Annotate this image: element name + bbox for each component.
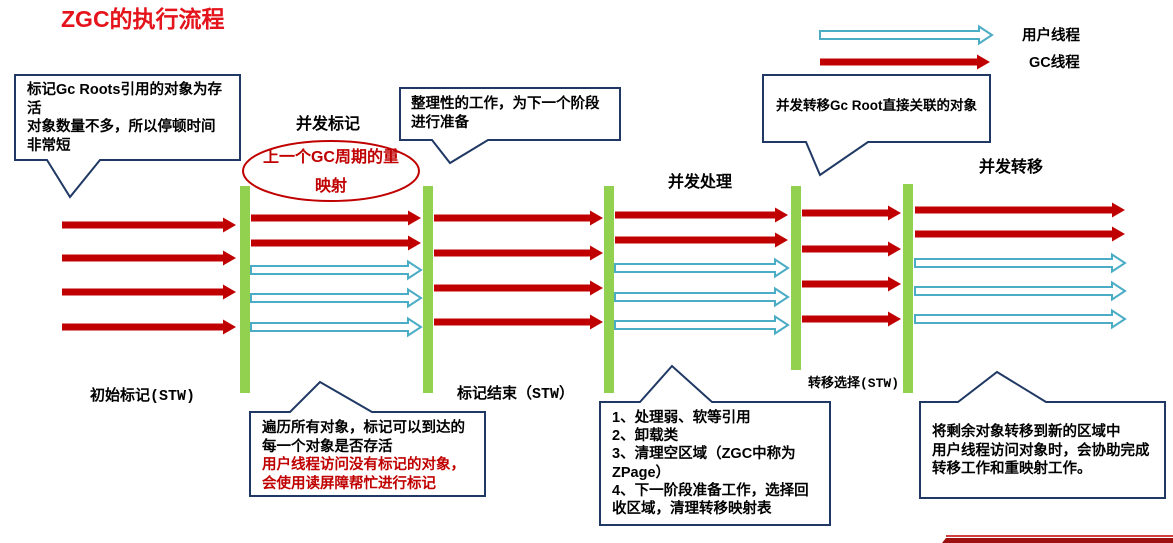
gc-thread-arrow [915, 202, 1125, 218]
stw-pause-bar [903, 184, 913, 393]
phase-concurrent-mark-label: 并发标记 [296, 116, 361, 133]
stw-pause-bar [604, 186, 614, 393]
callout-line: 整理性的工作，为下一个阶段 [411, 96, 600, 112]
phase-mark-end-label: 标记结束（STW） [457, 386, 575, 403]
user-thread-arrow [614, 286, 790, 308]
gc-thread-arrow [62, 319, 236, 335]
callout-initial-mark-text: 标记Gc Roots引用的对象为存 活 对象数量不多，所以停顿时间 非常短 [27, 81, 222, 156]
callout-concurrent-relocate-text: 将剩余对象转移到新的区域中 用户线程访问对象时，会协助完成 转移工作和重映射工作… [932, 423, 1150, 479]
callout-line: 标记Gc Roots引用的对象为存 [27, 82, 222, 98]
phase-concurrent-process-label: 并发处理 [668, 174, 733, 191]
callout-relocate-root [762, 74, 991, 177]
callout-mark-end-text: 整理性的工作，为下一个阶段 进行准备 [411, 95, 600, 132]
legend-user-thread-label: 用户线程 [1022, 28, 1080, 44]
callout-line: 3、清理空区域（ZGC中称为 [612, 446, 796, 463]
user-thread-arrow [914, 308, 1127, 330]
gc-thread-arrow [434, 245, 603, 261]
callout-line: 用户线程访问对象时，会协助完成 [932, 442, 1150, 459]
callout-line: 遍历所有对象，标记可以到达的 [262, 420, 465, 436]
user-thread-arrow [614, 257, 790, 279]
user-thread-arrow [250, 287, 423, 309]
user-thread-arrow [614, 314, 790, 336]
gc-thread-arrow [802, 241, 901, 257]
callout-line: 活 [27, 100, 42, 117]
user-thread-arrow [914, 252, 1127, 274]
callout-concurrent-mark [249, 380, 486, 497]
stw-pause-bar [423, 186, 433, 393]
phase-concurrent-relocate-label: 并发转移 [979, 159, 1044, 176]
callout-concurrent-mark-text: 遍历所有对象，标记可以到达的 每一个对象是否存活 用户线程访问没有标记的对象， … [262, 419, 465, 494]
callout-highlight-line: 用户线程访问没有标记的对象， [262, 457, 465, 474]
gc-thread-arrow [434, 280, 603, 296]
callout-line: 并发转移Gc Root直接关联的对象 [776, 98, 977, 113]
gc-thread-arrow [434, 314, 603, 330]
remap-text: 上一个GC周期的重 映射 [243, 143, 419, 201]
user-thread-arrow [914, 280, 1127, 302]
footer-banner [942, 535, 1173, 543]
callout-line: 对象数量不多，所以停顿时间 [27, 119, 216, 136]
stw-pause-bar [791, 186, 801, 370]
user-thread-arrow [250, 259, 423, 281]
callout-line: 进行准备 [411, 114, 469, 131]
legend-gc-thread-arrow [820, 54, 990, 70]
gc-thread-arrow [915, 226, 1125, 242]
callout-concurrent-relocate [919, 370, 1166, 499]
legend-gc-thread-label: GC线程 [1029, 55, 1080, 71]
gc-thread-arrow [802, 276, 901, 292]
legend-arrows [819, 24, 994, 70]
callout-line: 1、处理弱、软等引用 [612, 410, 751, 426]
gc-thread-arrow [802, 205, 901, 221]
callout-relocate-root-text: 并发转移Gc Root直接关联的对象 [776, 97, 977, 116]
callout-initial-mark [14, 74, 241, 199]
callout-shapes [14, 74, 1166, 526]
legend-user-thread-arrow [819, 24, 994, 46]
gc-thread-arrow [802, 311, 901, 327]
remap-ellipse [242, 140, 420, 202]
gc-thread-arrow [251, 210, 421, 226]
callout-line: ZPage） [612, 464, 671, 481]
callout-concurrent-process-text: 1、处理弱、软等引用 2、卸载类 3、清理空区域（ZGC中称为 ZPage） 4… [612, 409, 809, 518]
gc-thread-arrow [615, 207, 788, 223]
callout-line: 将剩余对象转移到新的区域中 [932, 424, 1121, 440]
callout-line: 非常短 [27, 138, 71, 155]
gc-thread-arrow [62, 217, 236, 233]
stw-bars [240, 184, 913, 393]
callout-line: 4、下一阶段准备工作，选择回 [612, 482, 809, 499]
gc-thread-arrow [615, 232, 788, 248]
callout-line: 2、卸载类 [612, 428, 679, 445]
user-thread-arrow [250, 316, 423, 338]
callout-line: 每一个对象是否存活 [262, 438, 393, 455]
remap-line: 映射 [314, 178, 347, 195]
callout-line: 收区域，清理转移映射表 [612, 501, 772, 518]
stw-pause-bar [240, 186, 250, 393]
thread-arrows [62, 202, 1127, 338]
callout-highlight-line: 会使用读屏障帮忙进行标记 [262, 476, 436, 493]
callout-mark-end [399, 87, 621, 165]
page-title: ZGC的执行流程 [61, 6, 225, 32]
phase-initial-mark-label: 初始标记(STW) [90, 388, 196, 405]
callout-concurrent-process [599, 364, 831, 526]
remap-line: 上一个GC周期的重 [262, 149, 399, 166]
gc-thread-arrow [434, 210, 603, 226]
gc-thread-arrow [62, 250, 236, 266]
phase-relocate-select-label: 转移选择(STW) [808, 376, 900, 391]
gc-thread-arrow [62, 284, 236, 300]
gc-thread-arrow [251, 235, 421, 251]
callout-line: 转移工作和重映射工作。 [932, 461, 1092, 478]
